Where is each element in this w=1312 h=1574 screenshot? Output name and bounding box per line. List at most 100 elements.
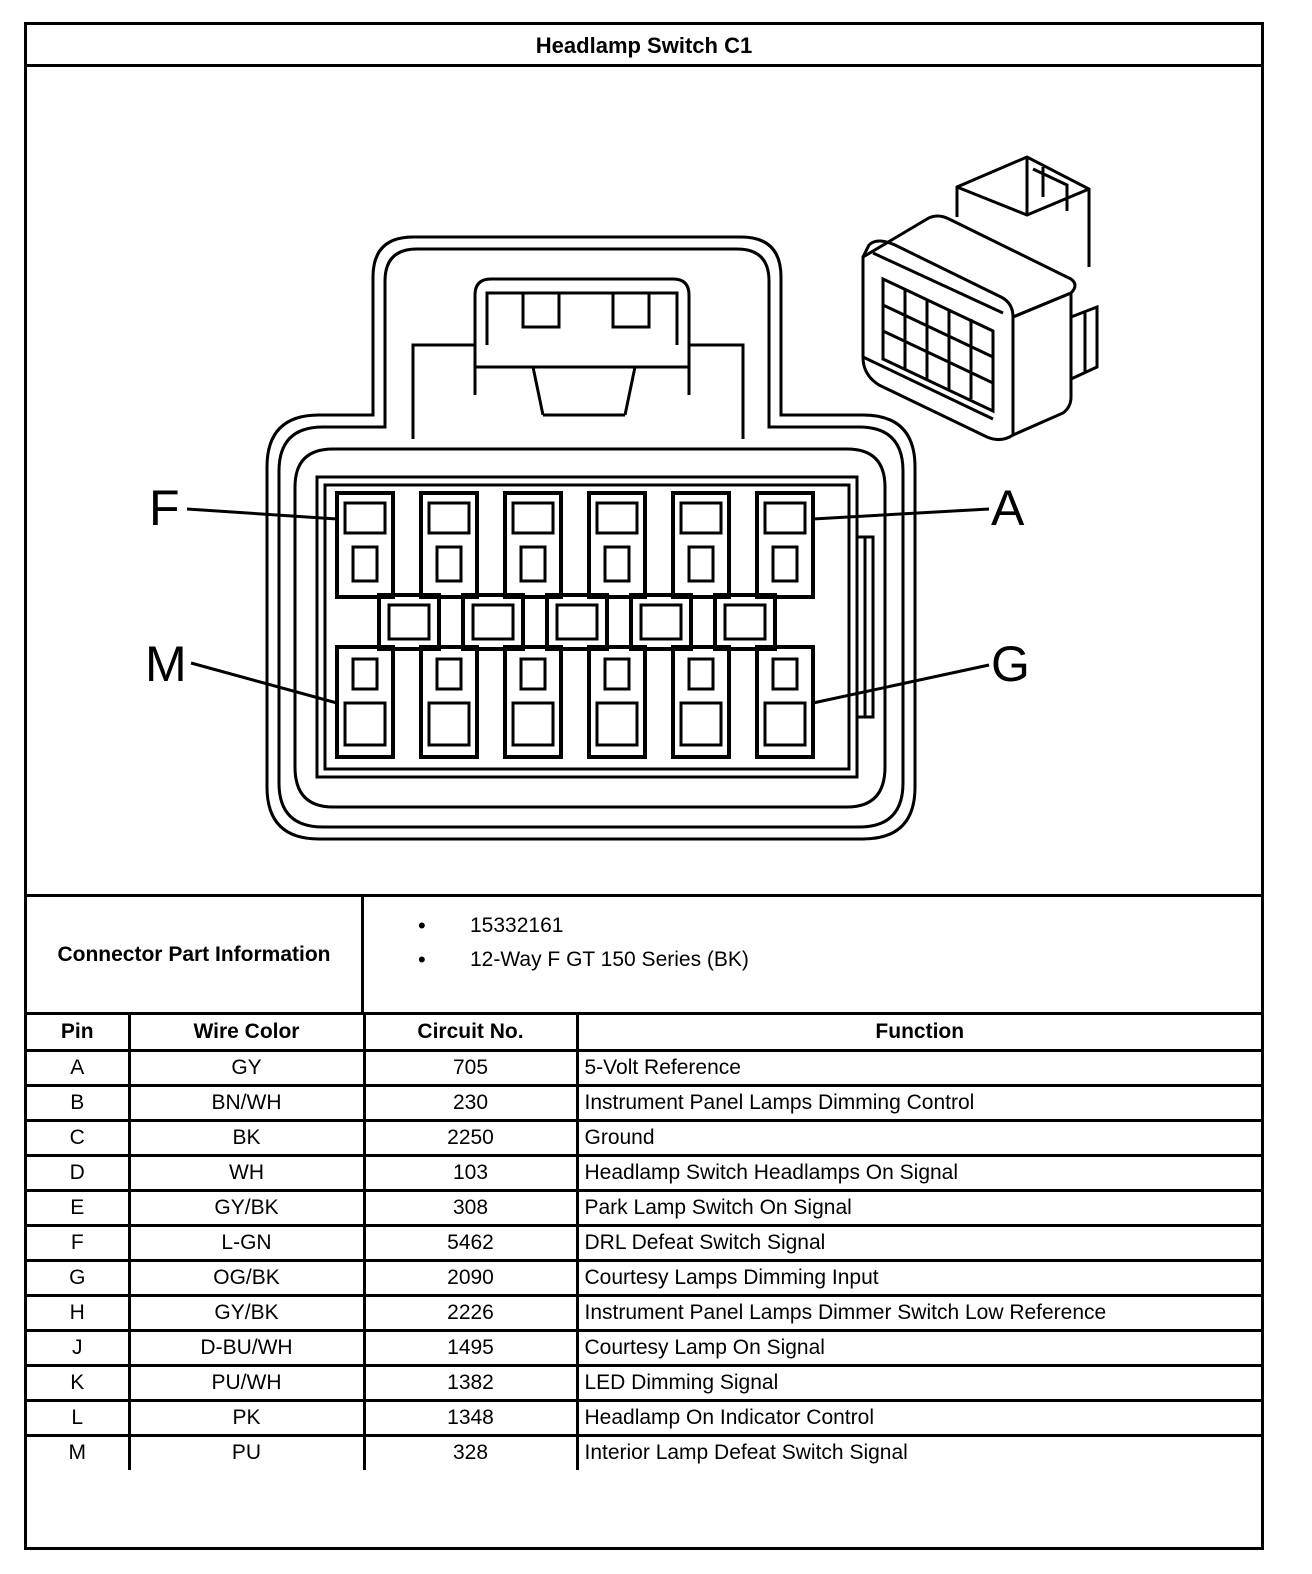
cell-function: Courtesy Lamp On Signal [575,1328,1261,1367]
pin-label-a: A [991,480,1025,536]
table-row: H GY/BK 2226 Instrument Panel Lamps Dimm… [27,1293,1261,1332]
rib-4-inner [639,603,683,641]
terminal-G-lock [771,657,799,691]
part-number: 15332161 [364,909,749,943]
housing-inner-outline [277,247,905,829]
terminal-row-middle [377,593,777,651]
cell-circuit-no: 308 [362,1188,579,1227]
table-row: B BN/WH 230 Instrument Panel Lamps Dimmi… [27,1083,1261,1122]
cell-circuit-no: 5462 [362,1223,579,1262]
rib-1-inner [387,603,431,641]
terminal-A-inner [763,501,807,535]
terminal-L [419,645,479,759]
terminal-B [671,491,731,599]
rib-5-inner [723,603,767,641]
pin-label-m: M [145,636,187,692]
cell-function: Park Lamp Switch On Signal [575,1188,1261,1227]
header-pin: Pin [27,1015,131,1052]
connector-sheet: Headlamp Switch C1 [24,22,1264,1550]
cell-pin: M [27,1433,131,1470]
cell-wire-color: BN/WH [127,1083,366,1122]
cell-pin: H [27,1293,131,1332]
connector-3d-latch [955,155,1091,267]
table-row: A GY 705 5-Volt Reference [27,1048,1261,1087]
cell-wire-color: GY/BK [127,1188,366,1227]
connector-3d-latch-tab [1032,167,1069,211]
connector-3d-lip [862,251,1004,421]
terminal-L-lock [435,657,463,691]
cell-wire-color: GY [127,1048,366,1087]
cell-pin: C [27,1118,131,1157]
cell-function: Courtesy Lamps Dimming Input [575,1258,1261,1297]
cell-wire-color: L-GN [127,1223,366,1262]
table-row: C BK 2250 Ground [27,1118,1261,1157]
pin-table-header: Pin Wire Color Circuit No. Function [27,1015,1261,1052]
pin-table: Pin Wire Color Circuit No. Function A GY… [27,1015,1261,1470]
connector-part-info: Connector Part Information 15332161 12-W… [27,897,1261,1015]
terminal-B-lock [687,545,715,583]
terminal-E [419,491,479,599]
terminal-H-inner [679,701,723,747]
terminal-G-inner [763,701,807,747]
terminal-K-inner [511,701,555,747]
cell-pin: E [27,1188,131,1227]
cell-wire-color: D-BU/WH [127,1328,366,1367]
header-circuit-no: Circuit No. [362,1015,579,1052]
cell-pin: J [27,1328,131,1367]
cell-wire-color: PU [127,1433,366,1470]
cell-circuit-no: 705 [362,1048,579,1087]
rib-2-inner [471,603,515,641]
latch-ramp [473,345,691,417]
connector-3d-illustration [861,155,1099,442]
cell-pin: F [27,1223,131,1262]
cavity-frame [315,475,859,779]
terminal-F-inner [343,501,387,535]
terminal-D [503,491,563,599]
side-rails [857,535,875,719]
cell-circuit-no: 1348 [362,1398,579,1437]
terminal-M-lock [351,657,379,691]
table-row: J D-BU/WH 1495 Courtesy Lamp On Signal [27,1328,1261,1367]
pin-label-g: G [991,636,1030,692]
leader-line-a [812,507,990,521]
cell-pin: L [27,1398,131,1437]
cell-pin: K [27,1363,131,1402]
terminal-F [335,491,395,599]
cell-circuit-no: 2090 [362,1258,579,1297]
cell-function: Interior Lamp Defeat Switch Signal [575,1433,1261,1470]
terminal-A [755,491,815,599]
terminal-J-inner [595,701,639,747]
cell-function: Headlamp On Indicator Control [575,1398,1261,1437]
terminal-F-lock [351,545,379,583]
header-function: Function [575,1015,1261,1052]
cell-pin: B [27,1083,131,1122]
table-row: F L-GN 5462 DRL Defeat Switch Signal [27,1223,1261,1262]
pin-label-f: F [149,480,180,536]
terminal-K [503,645,563,759]
terminal-J [587,645,647,759]
rib-5 [713,593,777,651]
cell-circuit-no: 1495 [362,1328,579,1367]
cell-circuit-no: 328 [362,1433,579,1470]
latch-inner [485,291,679,345]
table-row: M PU 328 Interior Lamp Defeat Switch Sig… [27,1433,1261,1470]
connector-drawing: F A M G [27,67,1261,897]
cell-wire-color: BK [127,1118,366,1157]
cell-function: Ground [575,1118,1261,1157]
header-wire-color: Wire Color [127,1015,366,1052]
cell-circuit-no: 2250 [362,1118,579,1157]
connector-3d-side [1012,290,1073,437]
cell-circuit-no: 1382 [362,1363,579,1402]
cell-wire-color: PU/WH [127,1363,366,1402]
sheet-title: Headlamp Switch C1 [27,25,1261,67]
cell-function: Headlamp Switch Headlamps On Signal [575,1153,1261,1192]
terminal-H-lock [687,657,715,691]
cell-wire-color: WH [127,1153,366,1192]
terminal-D-inner [511,501,555,535]
terminal-C-inner [595,501,639,535]
cavity-frame-inner [323,483,851,771]
terminal-L-inner [427,701,471,747]
cell-pin: A [27,1048,131,1087]
table-row: E GY/BK 308 Park Lamp Switch On Signal [27,1188,1261,1227]
cell-wire-color: GY/BK [127,1293,366,1332]
